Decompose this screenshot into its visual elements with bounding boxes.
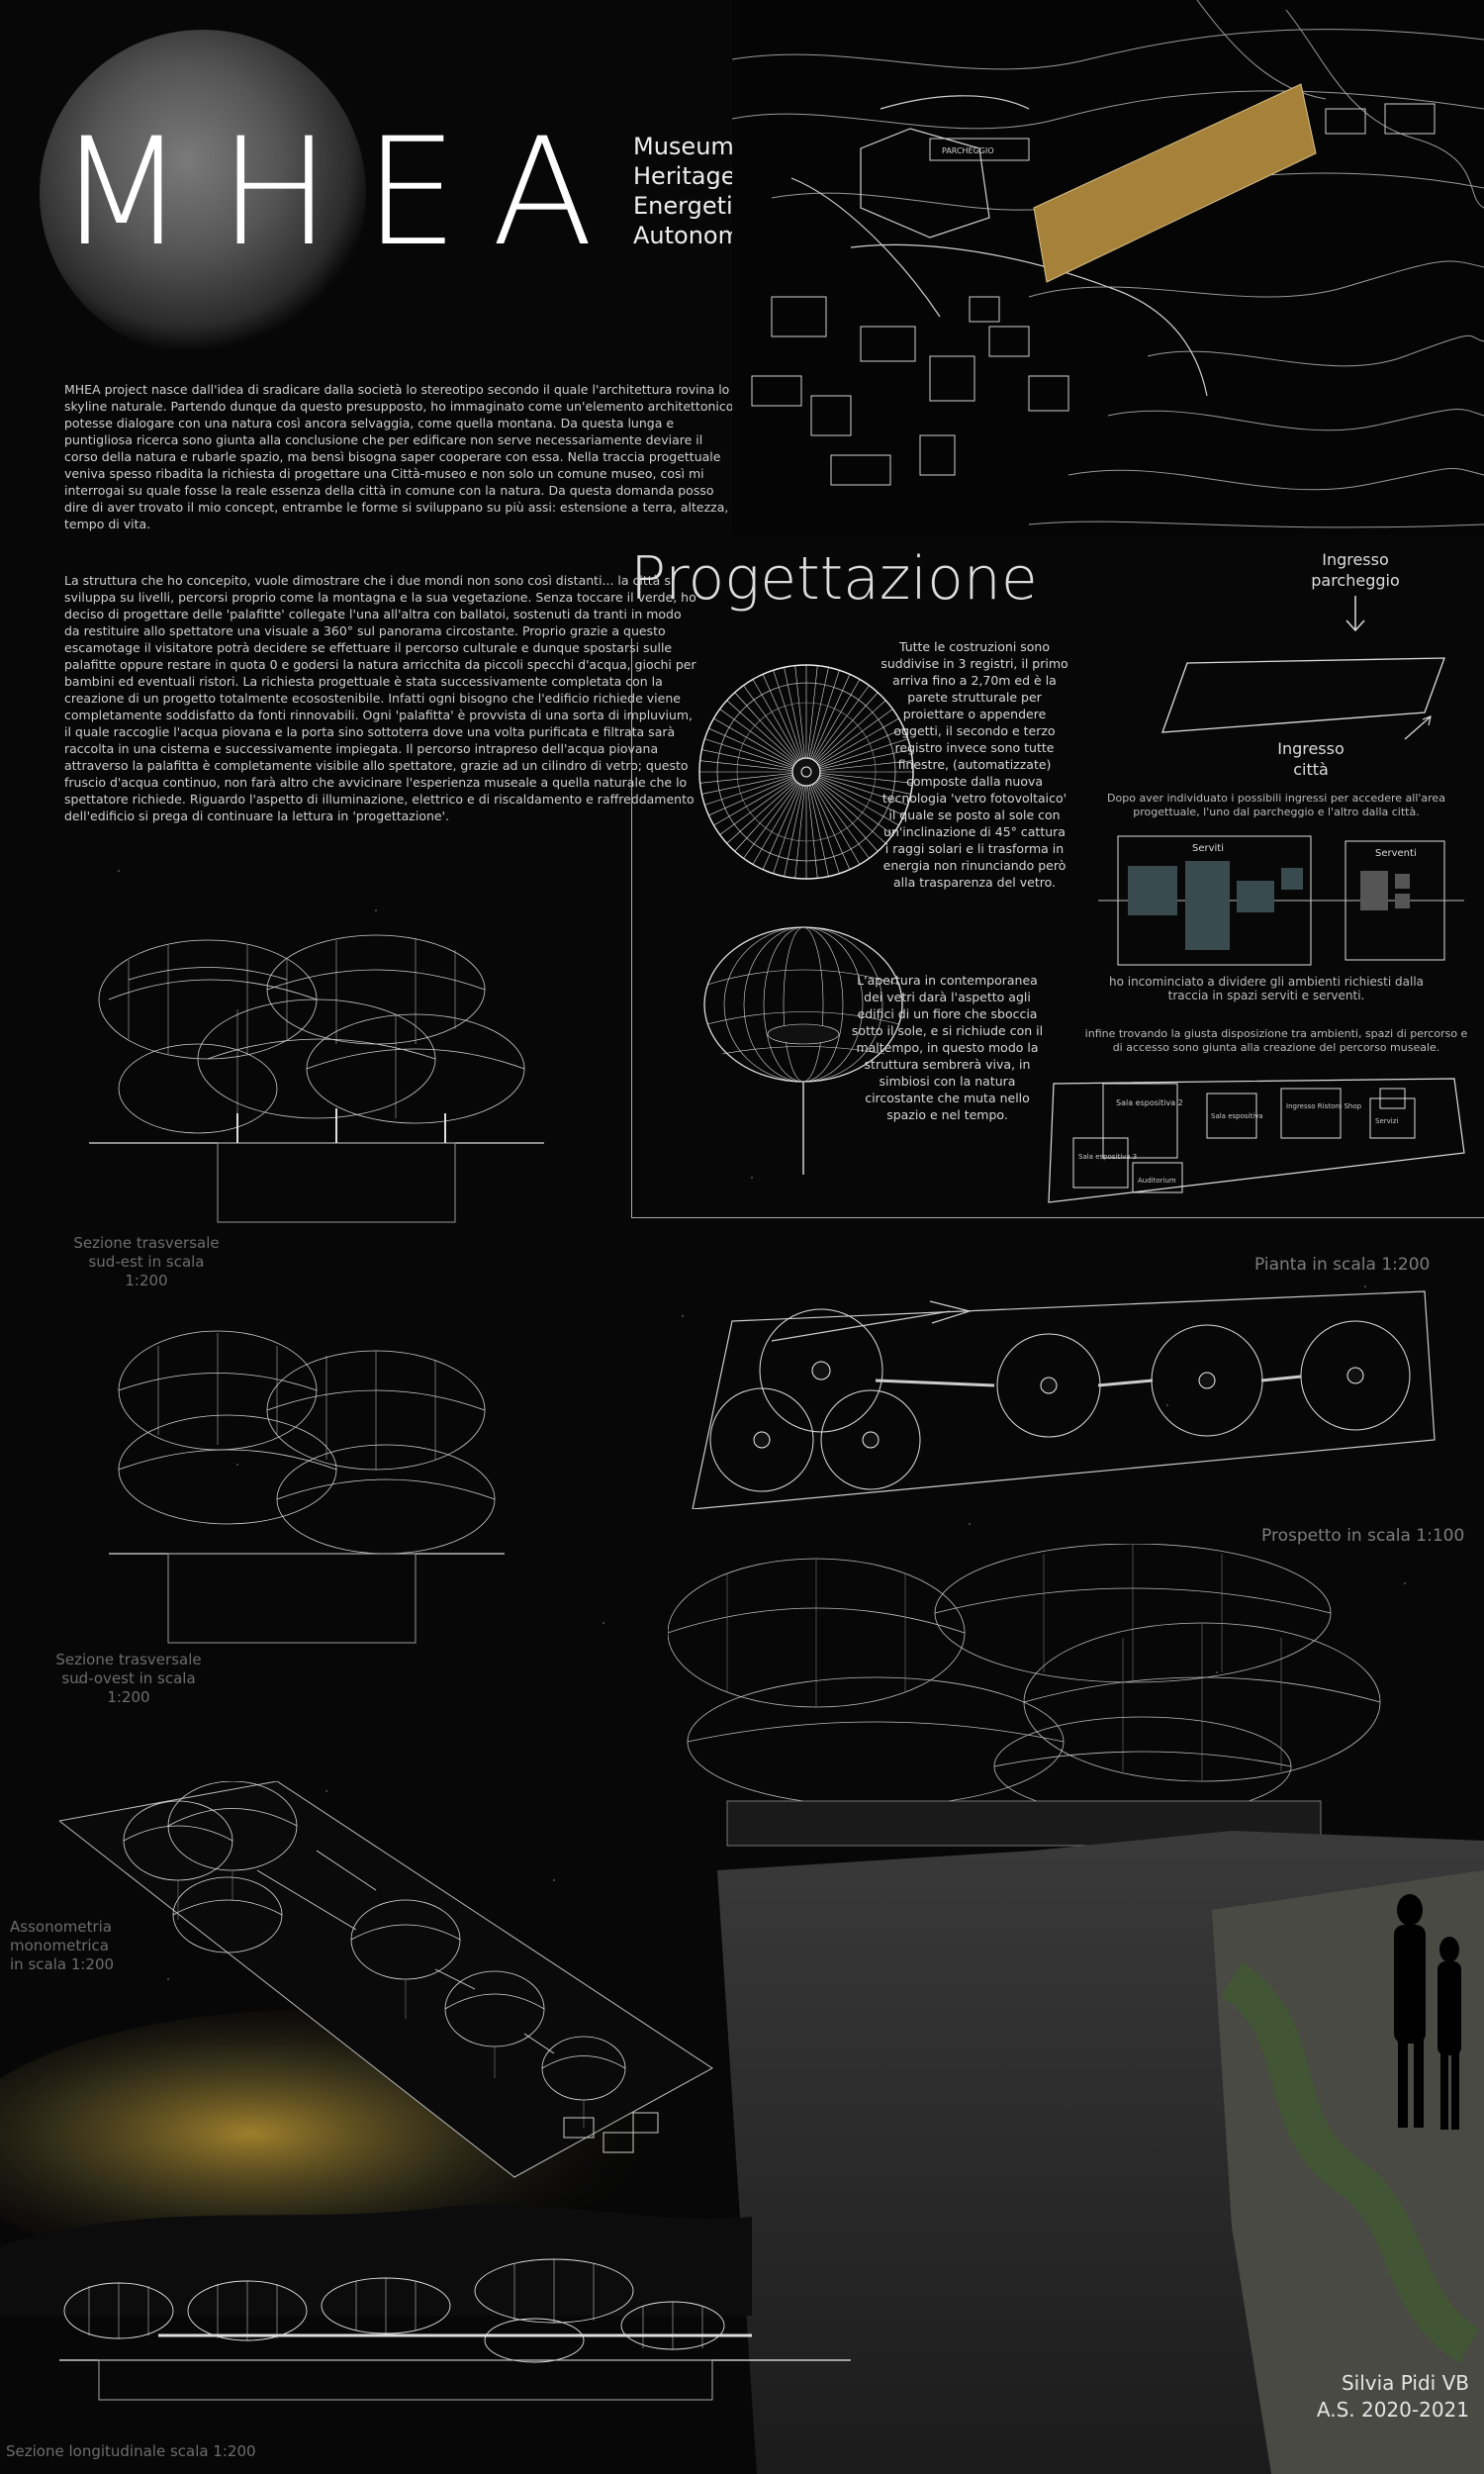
section-drawing-sud-ovest <box>109 1330 505 1644</box>
caption-assonometria: Assonometria monometrica in scala 1:200 <box>10 1918 115 1973</box>
moon-graphic <box>40 30 366 356</box>
section-title-progettazione: Progettazione <box>630 544 1038 614</box>
sunset-sky <box>0 2009 752 2316</box>
caption-sezione-longitudinale: Sezione longitudinale scala 1:200 <box>6 2442 256 2460</box>
parking-label: PARCHEGGIO <box>942 146 994 155</box>
dome-elevation-drawing <box>703 926 903 1175</box>
room-ingresso-ristoro-shop: Ingresso Ristoro Shop <box>1286 1102 1362 1110</box>
caption-sezione-sud-ovest: Sezione trasversale sud-ovest in scala 1… <box>55 1651 202 1706</box>
school-year: A.S. 2020-2021 <box>1316 2398 1469 2422</box>
note-percorso: infine trovando la giusta disposizione t… <box>1084 1027 1468 1054</box>
axonometric-drawing <box>59 1781 713 2178</box>
intro-paragraph-2: La struttura che ho concepito, vuole dim… <box>64 573 696 823</box>
text-registers: Tutte le costruzioni sono suddivise in 3… <box>881 639 1068 890</box>
caption-pianta: Pianta in scala 1:200 <box>1254 1255 1431 1275</box>
caption-sezione-sud-est: Sezione trasversale sud-est in scala 1:2… <box>73 1234 220 1289</box>
cliff-landscape <box>717 1831 1484 2474</box>
arrow-down-icon <box>1345 596 1365 632</box>
site-plan-map: PARCHEGGIO <box>732 0 1484 534</box>
caption-prospetto: Prospetto in scala 1:100 <box>1261 1526 1465 1546</box>
floor-plan-drawing <box>692 1290 1436 1509</box>
poster-title: MHEA <box>57 107 627 279</box>
author-name: Silvia Pidi VB <box>1341 2371 1469 2395</box>
site-outline-scheme <box>1161 657 1445 740</box>
scheme-label-serviti: Serviti <box>1192 843 1224 854</box>
room-sala-espositiva: Sala espositiva <box>1211 1112 1263 1120</box>
acronym-museum: Museum <box>633 133 734 160</box>
acronym-heritage: Heritage <box>633 162 736 190</box>
signature-block: Silvia Pidi VB A.S. 2020-2021 <box>1286 2370 1469 2424</box>
progettazione-frame <box>631 638 1484 1218</box>
elevation-render <box>668 1544 1381 1847</box>
label-ingresso-parcheggio: Ingresso parcheggio <box>1311 550 1400 590</box>
scheme-label-serventi: Serventi <box>1375 848 1417 859</box>
note-ingressi: Dopo aver individuato i possibili ingres… <box>1107 792 1445 818</box>
project-area-highlight <box>1033 83 1317 283</box>
silhouette-people <box>1394 1894 1461 2130</box>
room-servizi: Servizi <box>1375 1117 1398 1125</box>
longitudinal-section-drawing <box>59 2258 851 2401</box>
label-ingresso-citta: Ingresso città <box>1277 739 1345 779</box>
room-auditorium: Auditorium <box>1138 1177 1176 1185</box>
room-sala-espositiva-2: Sala espositiva 2 <box>1116 1098 1183 1107</box>
text-opening: L'apertura in contemporanea dei vetri da… <box>851 973 1044 1122</box>
served-serving-scheme: Serviti Serventi <box>1098 835 1464 966</box>
intro-paragraph-1: MHEA project nasce dall'idea di sradicar… <box>64 382 734 531</box>
dome-plan-drawing <box>698 664 914 880</box>
room-layout-plan: Sala espositiva 2 Sala espositiva 3 Audi… <box>1048 1078 1465 1203</box>
room-sala-espositiva-3: Sala espositiva 3 <box>1078 1153 1137 1161</box>
section-drawing-sud-est <box>89 934 544 1223</box>
note-dividere: ho incominciato a dividere gli ambienti … <box>1108 975 1425 1002</box>
